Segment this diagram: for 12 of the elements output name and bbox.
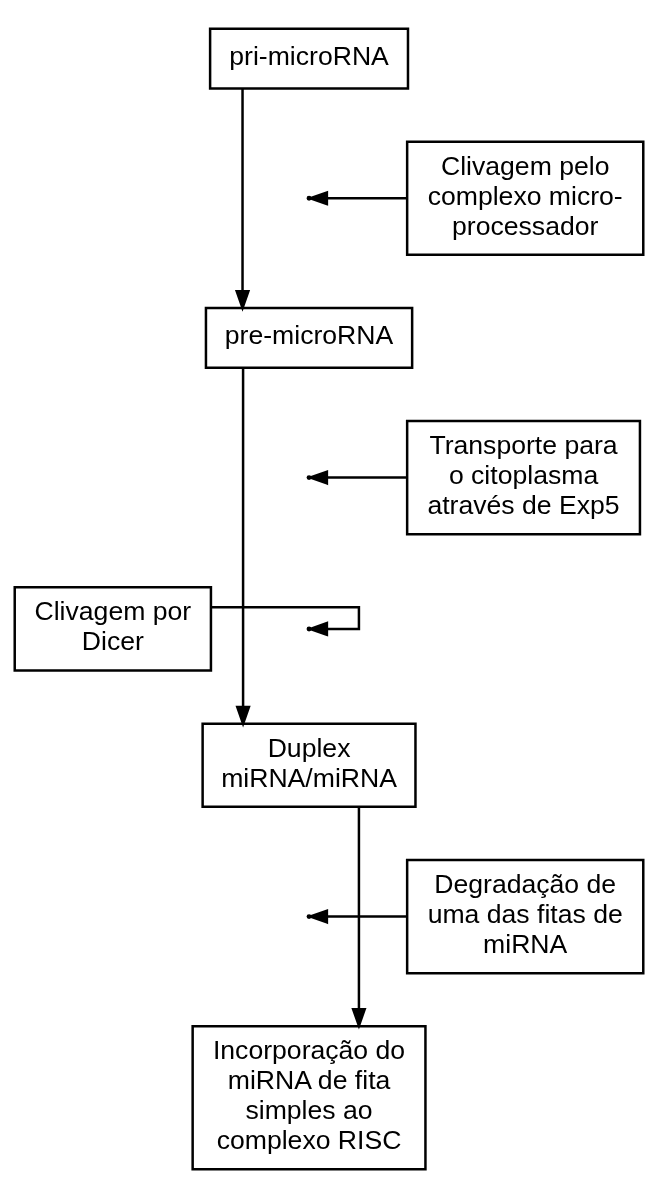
node-box: Incorporação do miRNA de fita simples ao complexo RISC bbox=[191, 1024, 427, 1171]
node-box: pre-microRNA bbox=[204, 306, 414, 369]
arrow bbox=[211, 605, 361, 636]
arrow bbox=[351, 806, 367, 1030]
node-box: Degradação de uma das fitas de miRNA bbox=[405, 858, 645, 974]
arrow bbox=[235, 367, 251, 727]
node-box: Clivagem pelo complexo micro-processador bbox=[405, 139, 645, 256]
node-box: Clivagem por Dicer bbox=[13, 585, 213, 672]
node-box: Transporte para o citoplasma através de Exp5 bbox=[405, 419, 642, 535]
arrow bbox=[234, 88, 251, 312]
node-box: Duplex miRNA/miRNA bbox=[201, 721, 417, 808]
node-box: pri-microRNA bbox=[208, 26, 410, 90]
